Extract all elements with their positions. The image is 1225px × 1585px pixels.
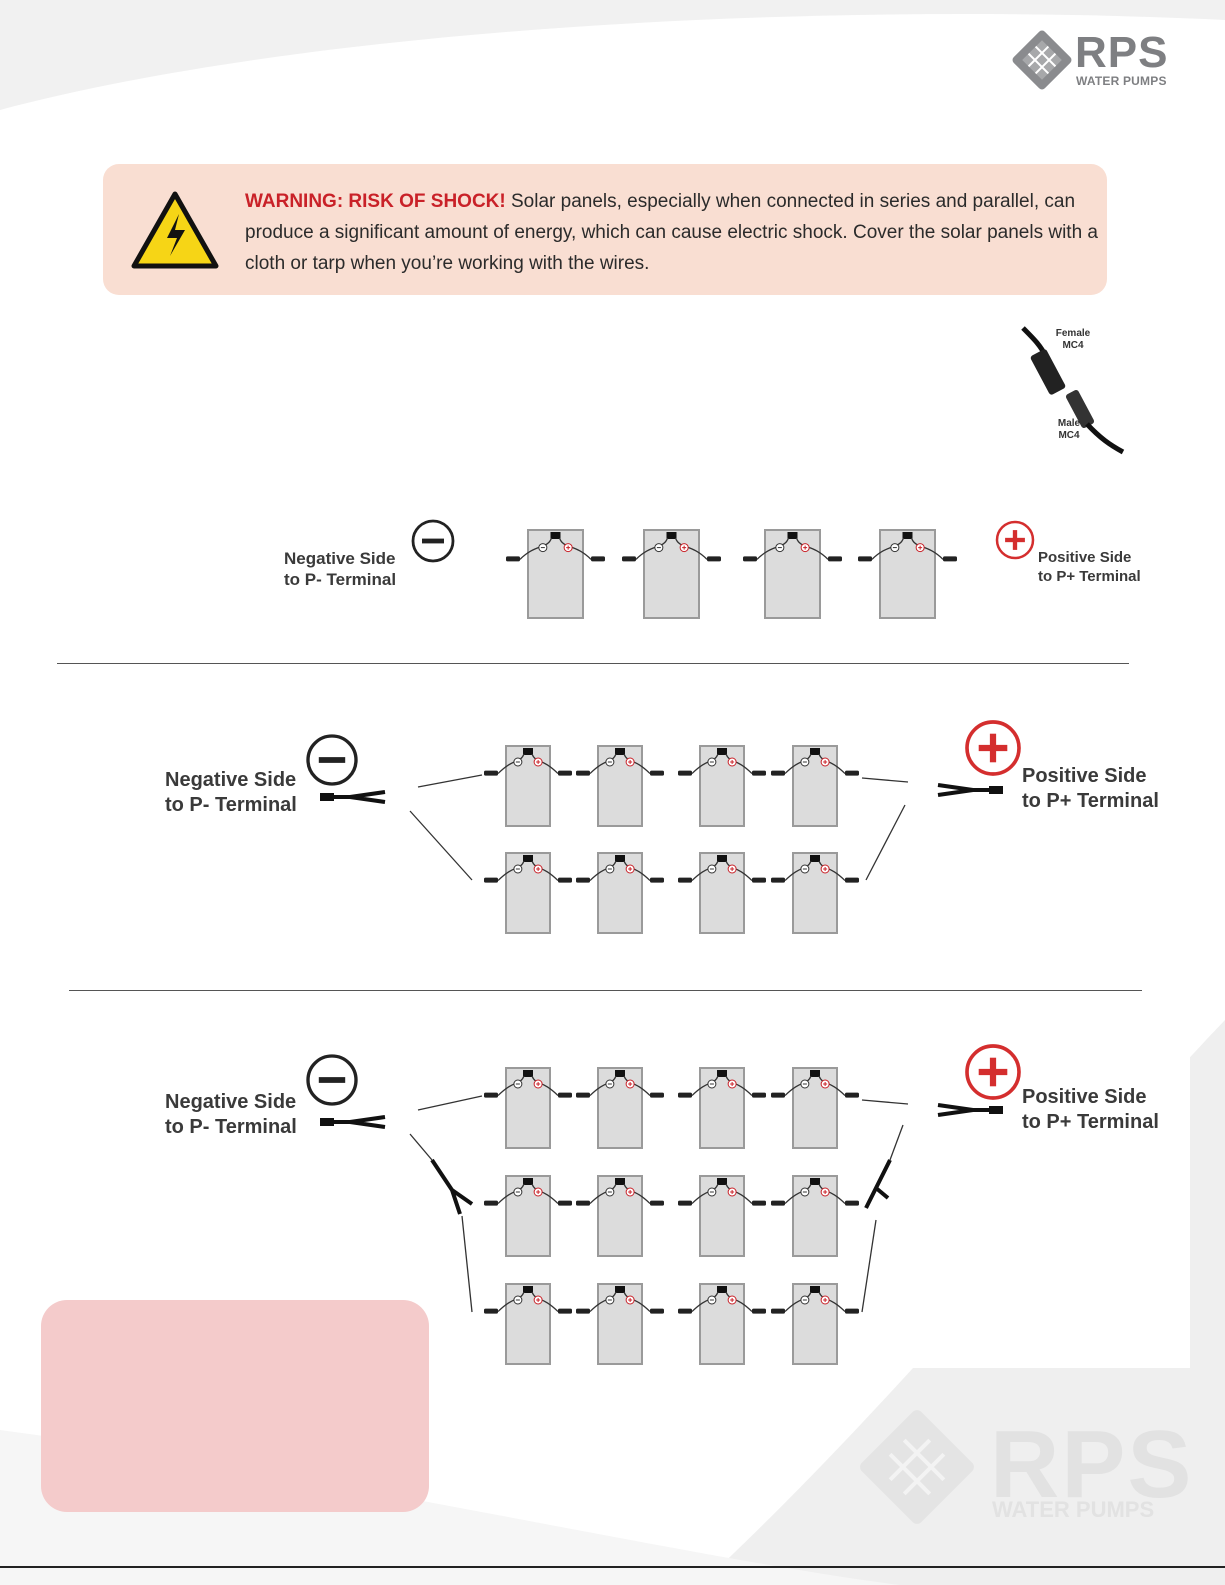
wire [861,1099,909,1105]
logo-title: RPS [1075,28,1169,77]
positive-terminal-icon [965,720,1021,776]
solar-panel [576,1175,664,1257]
y-branch-connector [864,1159,892,1209]
female-mc4-label: Female MC4 [1055,328,1091,351]
negative-side-label: Negative Side to P- Terminal [284,548,396,591]
solar-panel [576,852,664,934]
wire [865,804,906,881]
solar-panel [678,1067,766,1149]
negative-terminal-icon [306,1054,358,1106]
positive-side-label: Positive Side to P+ Terminal [1022,1085,1159,1135]
wire [861,1219,877,1313]
series-diagram: Negative Side to P- Terminal Positive Sid… [280,510,1150,625]
positive-terminal-icon [965,1044,1021,1100]
positive-label-line-2: to P+ Terminal [1038,567,1141,585]
logo-icon [1012,30,1072,90]
solar-panel [678,745,766,827]
watermark-title: RPS [990,1411,1194,1518]
warning-heading: WARNING: RISK OF SHOCK! [245,191,506,212]
solar-panel [771,1067,859,1149]
high-voltage-icon [131,191,219,269]
solar-panel [484,1067,572,1149]
solar-panel [858,529,957,619]
series-parallel-2-drawing [306,720,1021,934]
solar-panel [771,1175,859,1257]
solar-panel [678,1283,766,1365]
positive-label-line-2: to P+ Terminal [1022,790,1159,812]
y-branch-connector [320,1115,386,1129]
solar-panel [743,529,842,619]
series-parallel-diagram-2-strings: Negative Side to P- Terminal Positive Sid… [160,720,1175,940]
watermark-subtitle: WATER PUMPS [992,1497,1155,1522]
male-mc4-label: Male MC4 [1057,418,1081,441]
solar-panel [576,745,664,827]
negative-terminal-icon [306,734,358,786]
negative-side-label: Negative Side to P- Terminal [165,1090,297,1140]
section-divider [57,663,1129,664]
solar-panel [484,1283,572,1365]
negative-label-line-1: Negative Side [284,549,396,568]
mc4-connector-image: Female MC4 Male MC4 [1015,320,1130,455]
positive-side-label: Positive Side to P+ Terminal [1022,764,1159,814]
warning-box [103,164,1107,295]
warning-text: WARNING: RISK OF SHOCK! Solar panels, es… [245,186,1100,279]
warning-body: Solar panels, especially when connected … [245,191,1098,274]
positive-label-line-1: Positive Side [1022,765,1147,787]
wire [417,774,483,788]
solar-panel [678,852,766,934]
logo-subtitle: WATER PUMPS [1076,74,1167,88]
wire [861,777,909,783]
negative-label-line-1: Negative Side [165,1091,297,1113]
y-branch-connector [320,790,386,804]
wire [409,1133,433,1161]
negative-label-line-2: to P- Terminal [165,794,297,816]
series-parallel-3-drawing [306,1044,1021,1365]
solar-panel [622,529,721,619]
solar-panel [484,745,572,827]
wire [889,1124,904,1161]
positive-label-line-1: Positive Side [1038,549,1132,566]
solar-panel [484,852,572,934]
solar-panel [484,1175,572,1257]
positive-terminal-icon [995,520,1035,560]
wire [461,1215,473,1313]
watermark-logo-icon [860,1410,974,1524]
callout-box [41,1300,429,1512]
solar-panel [576,1283,664,1365]
positive-label-line-2: to P+ Terminal [1022,1111,1159,1133]
negative-label-line-1: Negative Side [165,769,297,791]
solar-panel [576,1067,664,1149]
y-branch-connector [430,1158,474,1215]
negative-terminal-icon [411,519,455,563]
section-divider [69,990,1142,991]
solar-panel [771,852,859,934]
series-diagram-drawing [411,519,1035,619]
solar-panel [771,1283,859,1365]
negative-label-line-2: to P- Terminal [165,1116,297,1138]
solar-panel [771,745,859,827]
solar-panel [506,529,605,619]
y-branch-connector [937,783,1003,797]
wire [417,1095,483,1111]
y-branch-connector [937,1103,1003,1117]
bottom-rule [0,1566,1225,1568]
positive-label-line-1: Positive Side [1022,1086,1147,1108]
mc4-connector-icon [1021,326,1125,455]
solar-panel [678,1175,766,1257]
negative-side-label: Negative Side to P- Terminal [165,768,297,818]
wire [409,810,473,881]
negative-label-line-2: to P- Terminal [284,570,397,590]
